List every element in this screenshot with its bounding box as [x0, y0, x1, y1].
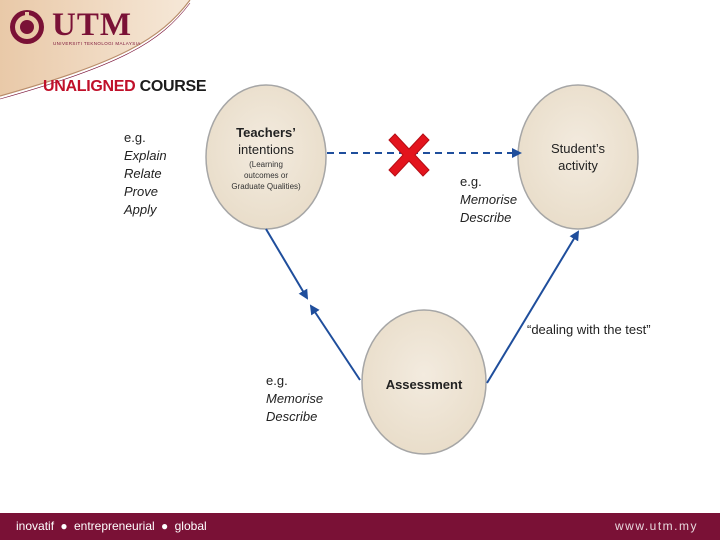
teachers-sub-line2: outcomes or [243, 171, 289, 180]
teachers-sub-line3: Graduate Qualities) [231, 182, 301, 191]
footer-separator: ● [161, 519, 169, 533]
red-x-icon [388, 133, 430, 177]
teachers-title-line1: Teachers’ [236, 125, 296, 140]
test-label: “dealing with the test” [527, 322, 651, 337]
teachers-title-line2: intentions [238, 142, 294, 157]
examples-bottom: e.g. Memorise Describe [266, 372, 323, 426]
assessment-to-teachers-arrow [309, 304, 361, 381]
assessment-title-text: Assessment [385, 377, 463, 392]
title-accent: UNALIGNED [43, 78, 136, 95]
example-item: Explain [124, 148, 167, 163]
example-item: Relate [124, 166, 162, 181]
example-item: Memorise [266, 391, 324, 406]
teachers-to-assessment-arrow [265, 228, 309, 300]
example-item: Describe [460, 210, 512, 225]
logo-subtitle: UNIVERSITI TEKNOLOGI MALAYSIA [53, 41, 141, 46]
example-item: Describe [266, 409, 318, 424]
examples-bottom-heading: e.g. [266, 373, 288, 388]
footer-tag-inovatif: inovatif [16, 519, 55, 533]
teachers-sub-line1: (Learning [249, 160, 283, 169]
example-item: Memorise [460, 192, 518, 207]
utm-crest-icon [10, 10, 44, 44]
assessment-to-student-arrow [486, 230, 580, 384]
utm-logo[interactable]: UTM UNIVERSITI TEKNOLOGI MALAYSIA [8, 6, 168, 50]
assessment-node [361, 309, 487, 455]
assessment-title: Assessment [374, 376, 474, 393]
example-item: Prove [124, 184, 158, 199]
examples-left: e.g. Explain Relate Prove Apply [124, 129, 167, 219]
title-rest: COURSE [135, 78, 207, 95]
footer-tag-global: global [174, 519, 207, 533]
teachers-title: Teachers’ intentions [216, 124, 316, 158]
teachers-subtitle: (Learning outcomes or Graduate Qualities… [206, 159, 326, 192]
student-title: Student’s activity [528, 140, 628, 174]
footer-url-link[interactable]: www.utm.my [614, 519, 698, 533]
header-swoosh [0, 0, 191, 100]
student-title-line1: Student’s [551, 141, 605, 156]
example-item: Apply [124, 202, 157, 217]
footer-tagline: inovatif ● entrepreneurial ● global [16, 519, 207, 533]
examples-left-heading: e.g. [124, 130, 146, 145]
footer-bar: inovatif ● entrepreneurial ● global www.… [0, 513, 720, 540]
footer-tag-entrepreneurial: entrepreneurial [73, 519, 155, 533]
slide-title: UNALIGNED COURSE [43, 78, 207, 96]
footer-separator: ● [60, 519, 68, 533]
examples-right-heading: e.g. [460, 174, 482, 189]
examples-right: e.g. Memorise Describe [460, 173, 517, 227]
student-title-line2: activity [558, 158, 598, 173]
logo-text: UTM [52, 7, 132, 43]
